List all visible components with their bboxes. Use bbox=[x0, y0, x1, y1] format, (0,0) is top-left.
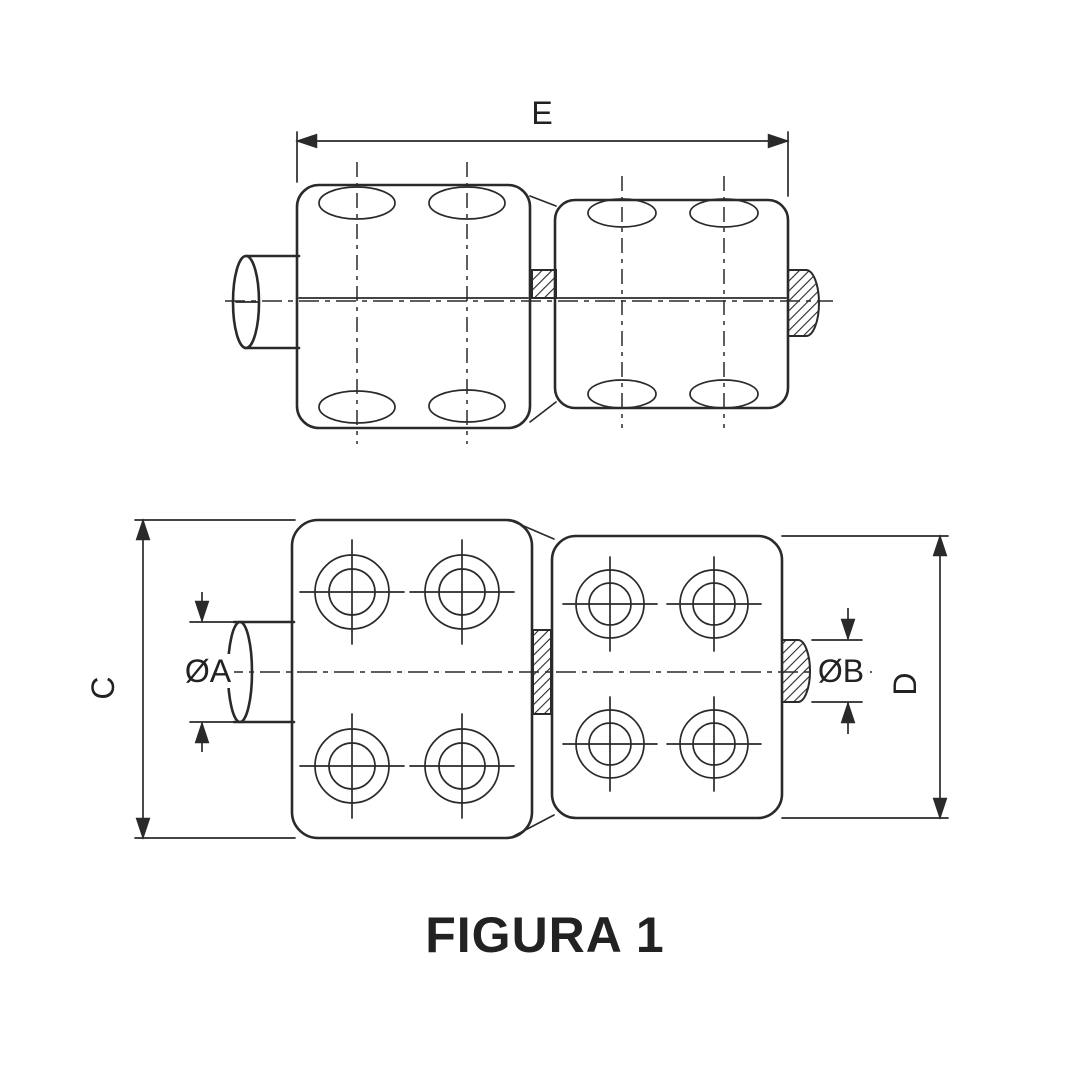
label-backing bbox=[814, 654, 870, 688]
serrated-joint bbox=[532, 629, 552, 715]
bottom-view: C ØA ØB D bbox=[85, 518, 949, 840]
figure-caption: FIGURA 1 bbox=[425, 907, 665, 963]
taper-line bbox=[511, 814, 555, 838]
bolt bbox=[409, 713, 515, 819]
cable-end-ellipse bbox=[231, 254, 261, 350]
bolt bbox=[409, 539, 515, 645]
bolt-hole bbox=[318, 390, 396, 424]
bolt-hole bbox=[428, 186, 506, 220]
top-view: E bbox=[225, 95, 833, 444]
dimension-c: C bbox=[85, 518, 296, 840]
bolt-hole bbox=[689, 379, 759, 409]
taper-line bbox=[529, 195, 557, 207]
dimension-d: D bbox=[781, 534, 949, 820]
left-body-side bbox=[295, 183, 532, 430]
dimension-label-c: C bbox=[85, 676, 121, 699]
bolt-hole bbox=[318, 186, 396, 220]
bolt-hole bbox=[587, 379, 657, 409]
label-backing bbox=[182, 654, 234, 688]
bolt bbox=[299, 539, 405, 645]
bolt-hole bbox=[428, 389, 506, 423]
taper-line bbox=[529, 401, 557, 423]
threaded-stub bbox=[781, 639, 811, 703]
dimension-label-e: E bbox=[531, 95, 552, 131]
bolt bbox=[562, 556, 658, 652]
bolt bbox=[562, 696, 658, 792]
bolt-hole bbox=[689, 198, 759, 228]
dimension-label-d: D bbox=[887, 672, 923, 695]
bolt-hole bbox=[587, 198, 657, 228]
threaded-stub bbox=[787, 269, 820, 337]
dimension-dia-a: ØA bbox=[182, 592, 237, 752]
left-cable-side bbox=[231, 254, 301, 350]
serrated-joint bbox=[531, 269, 557, 299]
dimension-label-dia-a: ØA bbox=[185, 653, 232, 689]
bolt bbox=[666, 556, 762, 652]
bolt bbox=[299, 713, 405, 819]
bolt bbox=[666, 696, 762, 792]
dimension-dia-b: ØB bbox=[811, 608, 870, 734]
taper-line bbox=[511, 520, 555, 540]
dimension-e: E bbox=[295, 95, 790, 197]
dimension-label-dia-b: ØB bbox=[818, 653, 864, 689]
